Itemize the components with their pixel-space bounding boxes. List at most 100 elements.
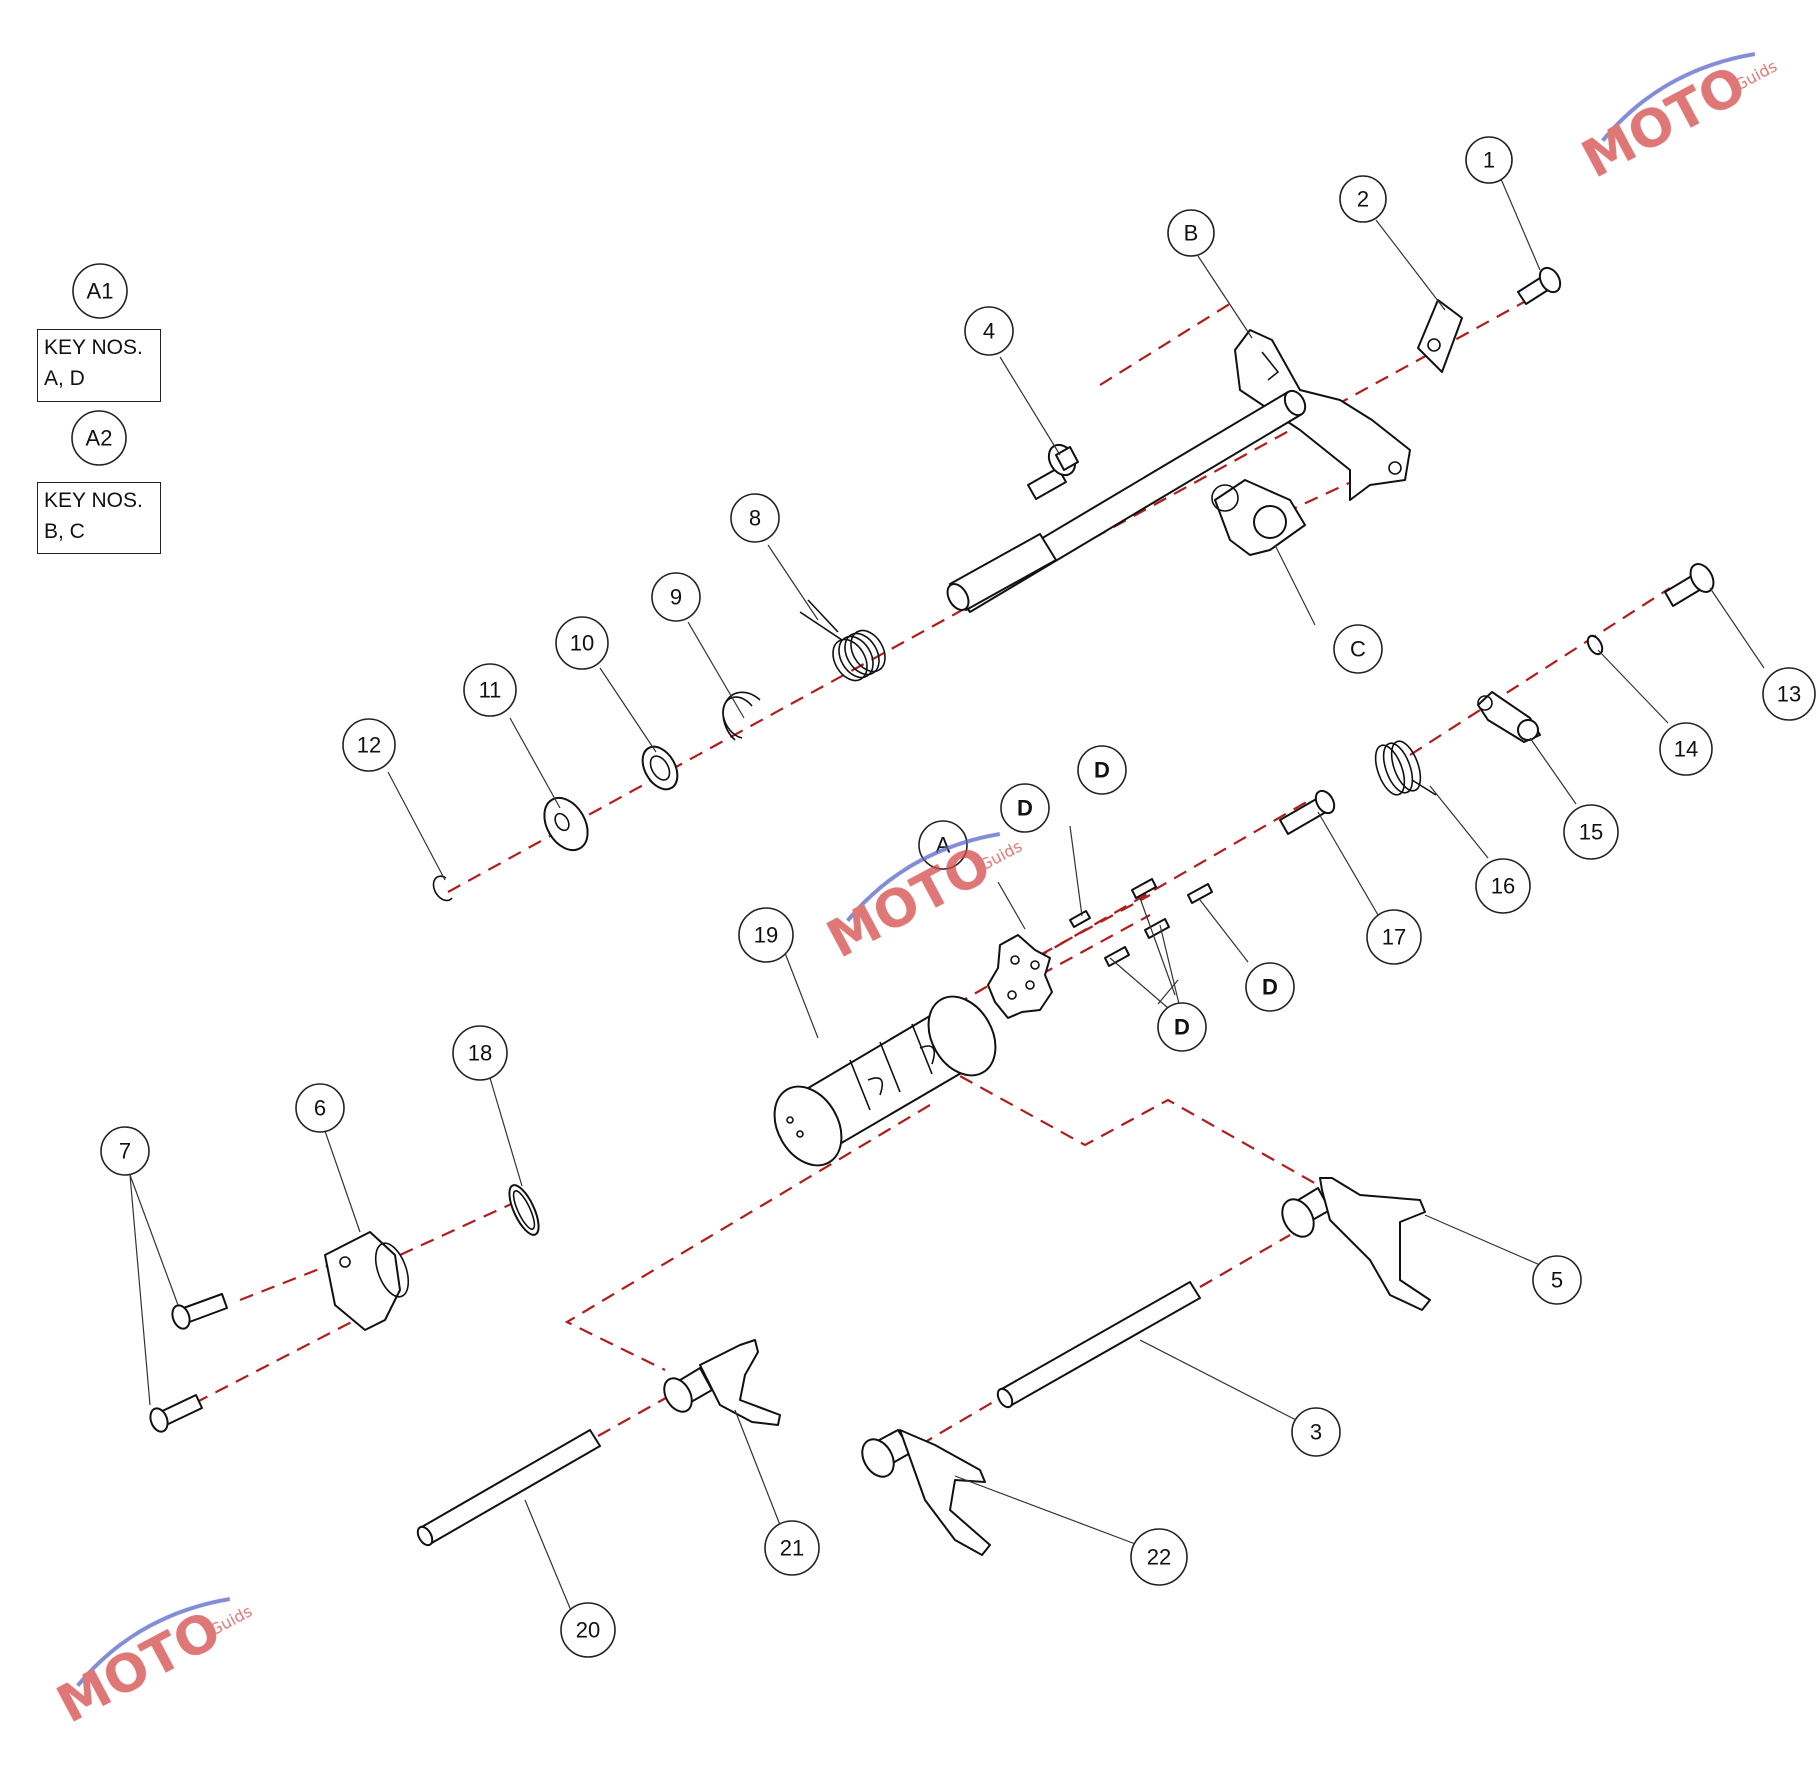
axis-drum-to-fork21	[564, 1104, 931, 1371]
callout-D-a: D	[1077, 745, 1127, 795]
part-21-shift-fork	[663, 1339, 781, 1426]
callout-9-label: 9	[670, 585, 682, 610]
callout-17-label: 17	[1382, 925, 1406, 950]
callout-8: 8	[730, 493, 780, 543]
callout-14-label: 14	[1674, 737, 1698, 762]
callout-3-label: 3	[1310, 1420, 1322, 1445]
part-5-shift-fork	[1281, 1177, 1431, 1311]
axis-detent-lever	[1409, 587, 1671, 756]
callout-D-label: D	[1262, 975, 1278, 1000]
callout-A2: A2	[71, 410, 127, 466]
legend-a2-box: KEY NOS. B, C	[37, 482, 161, 554]
callout-18: 18	[452, 1025, 508, 1081]
legend-a2-line1: KEY NOS.	[44, 489, 143, 512]
callout-5-label: 5	[1551, 1268, 1563, 1293]
callout-20-label: 20	[576, 1618, 600, 1643]
callout-8-label: 8	[749, 506, 761, 531]
part-7-bolts	[149, 1293, 228, 1433]
callout-D-label: D	[1094, 758, 1110, 783]
legend-a1-line2: A, D	[44, 367, 85, 390]
callout-D-label: D	[1017, 796, 1033, 821]
callout-A1: A1	[72, 263, 128, 319]
watermark-swoosh	[846, 832, 1001, 922]
callout-19: 19	[738, 907, 794, 963]
part-4-stud	[1027, 443, 1079, 500]
callout-11-label: 11	[479, 678, 502, 703]
part-10-washer	[641, 745, 679, 791]
part-14-washer	[1586, 634, 1604, 656]
part-6-cover	[324, 1231, 410, 1331]
axis-drum-to-fork5	[939, 1064, 1319, 1186]
callout-2-label: 2	[1357, 187, 1369, 212]
callout-D-b: D	[1000, 783, 1050, 833]
part-11-thick-washer	[543, 796, 589, 852]
callout-C: C	[1333, 624, 1383, 674]
callout-22: 22	[1130, 1528, 1188, 1586]
watermark-subtitle: Guids	[976, 837, 1025, 875]
callout-13-label: 13	[1777, 682, 1801, 707]
callout-2: 2	[1339, 175, 1387, 223]
callout-11: 11	[463, 663, 517, 717]
part-19-shift-drum	[773, 995, 997, 1167]
callout-17: 17	[1366, 909, 1422, 965]
legend-a2-line2: B, C	[44, 520, 85, 543]
watermark-subtitle: Guids	[206, 1602, 255, 1640]
callout-5: 5	[1532, 1255, 1582, 1305]
watermark-subtitle: Guids	[1731, 57, 1780, 95]
callout-15-label: 15	[1579, 820, 1603, 845]
callout-22-label: 22	[1147, 1545, 1171, 1570]
callout-D-c: D	[1245, 962, 1295, 1012]
callout-16-label: 16	[1491, 874, 1515, 899]
part-A-indexer	[987, 934, 1053, 1019]
parts	[149, 266, 1715, 1556]
callout-6-label: 6	[314, 1096, 326, 1121]
callout-D-label: D	[1174, 1015, 1190, 1040]
callout-3: 3	[1291, 1407, 1341, 1457]
watermark-swoosh	[1601, 52, 1756, 142]
callout-A2-label: A2	[86, 426, 113, 451]
callout-10-label: 10	[570, 631, 594, 656]
callout-20: 20	[560, 1602, 616, 1658]
watermark-top-right: MOTO Guids	[1573, 52, 1780, 190]
part-17-bolt	[1279, 789, 1336, 835]
part-20-fork-rod	[416, 1429, 601, 1547]
part-1-bolt	[1517, 266, 1562, 305]
callout-14: 14	[1659, 722, 1713, 776]
part-D-pins	[1069, 878, 1213, 967]
watermark-logo-text: MOTO	[48, 1600, 231, 1735]
callout-6: 6	[295, 1083, 345, 1133]
callout-1-label: 1	[1483, 148, 1495, 173]
callout-7: 7	[100, 1126, 150, 1176]
watermark-swoosh	[76, 1597, 231, 1687]
part-9-circlip	[722, 691, 761, 741]
callout-15: 15	[1563, 804, 1619, 860]
legend-a1-box: KEY NOS. A, D	[37, 329, 161, 402]
axis-shaft-to-plate	[1099, 299, 1237, 386]
callout-1: 1	[1465, 136, 1513, 184]
watermark-logo-text: MOTO	[1573, 55, 1756, 190]
part-3-fork-rod	[996, 1281, 1201, 1409]
part-B-selector-plate	[1234, 329, 1411, 501]
watermark-bottom-left: MOTO Guids	[48, 1597, 255, 1735]
axis-drum-pins	[1039, 894, 1151, 956]
part-22-shift-fork	[861, 1429, 991, 1556]
callout-16: 16	[1475, 858, 1531, 914]
callout-7-label: 7	[119, 1139, 131, 1164]
callout-B: B	[1167, 209, 1215, 257]
part-15-detent-arm	[1477, 691, 1541, 743]
callout-21-label: 21	[780, 1536, 804, 1561]
part-8-torsion-spring	[799, 599, 886, 682]
callout-19-label: 19	[754, 923, 778, 948]
axis-fork-rod-right	[919, 1234, 1291, 1446]
callouts: 1 2 B 4 C 8 9 10 11 12 13 14 15 16 17 D …	[71, 136, 1816, 1658]
legend-a1-line1: KEY NOS.	[44, 336, 143, 359]
part-2-lock-plate	[1417, 299, 1463, 373]
callout-12-label: 12	[357, 733, 381, 758]
leader-lines	[129, 171, 1765, 1626]
part-16-spring	[1374, 740, 1437, 796]
callout-4: 4	[964, 306, 1014, 356]
part-13-bolt	[1664, 563, 1715, 607]
callout-C-label: C	[1350, 637, 1366, 662]
callout-4-label: 4	[983, 319, 995, 344]
